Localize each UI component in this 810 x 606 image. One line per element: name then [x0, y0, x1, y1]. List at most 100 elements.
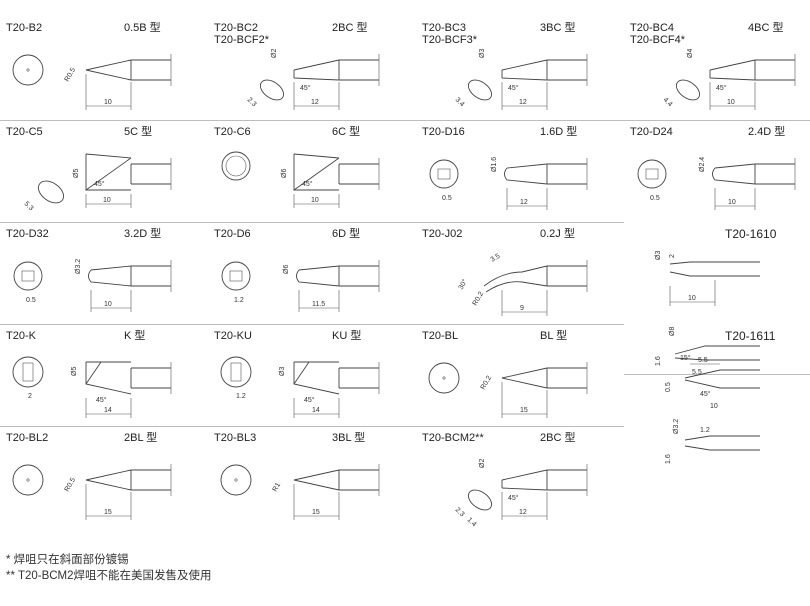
dimension-label: 1.4 — [466, 516, 478, 528]
tip-card: T20-BL BL 型 15 R0.2 — [422, 326, 627, 428]
tip-model: T20-D6 — [214, 228, 251, 240]
dimension-label: 5.5 — [692, 369, 702, 376]
tip-model: T20-BL — [422, 330, 459, 342]
tip-profile — [483, 265, 548, 293]
tip-bevel-face — [467, 489, 493, 511]
dimension-label: 1.2 — [234, 297, 244, 304]
tip-profile — [501, 469, 548, 491]
tip-type: 2BC 型 — [332, 22, 368, 34]
dimension-label: Ø3 — [279, 367, 286, 376]
tip-profile — [296, 265, 340, 287]
tip-bevel-face — [259, 79, 285, 101]
dimension-label: 10 — [311, 197, 319, 204]
row-divider — [0, 120, 624, 121]
tip-bevel-face — [675, 79, 701, 101]
tip-profile — [504, 163, 548, 185]
dimension-label: 0.5 — [650, 195, 660, 202]
dimension-label: 12 — [519, 509, 527, 516]
tip-card: T20-KU KU 型 Ø3 1.2 45° 14 — [214, 326, 419, 428]
dimension-label: Ø3 — [479, 49, 486, 58]
tip-model: T20-BC2 T20-BCF2* — [214, 22, 270, 46]
dimension-label: 5.5 — [698, 357, 708, 364]
tip-type: 5C 型 — [124, 126, 153, 138]
tip-end-view — [220, 464, 252, 496]
tip-profile — [293, 361, 340, 395]
dimension-label: 10 — [728, 199, 736, 206]
tip-profile — [85, 361, 132, 395]
dimension-label: Ø2 — [271, 49, 278, 58]
tip-end-view — [13, 261, 43, 291]
dimension-label: 45° — [304, 396, 315, 404]
tip-model: T20-D16 — [422, 126, 465, 138]
tip-type: 3BC 型 — [540, 22, 576, 34]
tip-model: T20-D32 — [6, 228, 49, 240]
dimension-label: 11.5 — [312, 301, 325, 308]
tip-type: 2BL 型 — [124, 432, 158, 444]
tip-model: T20-B2 — [6, 22, 43, 34]
dimension-label: R0.2 — [480, 375, 494, 391]
dimension-label: 15 — [520, 407, 528, 414]
dimension-label: 2 — [669, 254, 676, 258]
dimension-label: 14 — [312, 407, 320, 414]
tip-model: T20-1610 — [725, 227, 777, 241]
tip-type: 6C 型 — [332, 126, 361, 138]
dimension-label: 9 — [520, 305, 524, 312]
tip-model: T20-J02 — [422, 228, 463, 240]
tip-type: 6D 型 — [332, 228, 361, 240]
footnotes: * 焊咀只在斜面部份镀锡 ** T20-BCM2焊咀不能在美国发售及使用 — [6, 552, 212, 584]
tip-profile — [684, 369, 760, 389]
dimension-label: Ø2 — [479, 459, 486, 468]
dimension-label: 1.2 — [236, 393, 246, 400]
tip-type: BL 型 — [540, 330, 568, 342]
tip-bevel-face — [467, 79, 493, 101]
dimension-label: 15° — [680, 354, 691, 362]
dimension-label: 4.4 — [662, 96, 674, 108]
tip-type: 0.5B 型 — [124, 22, 161, 34]
tip-profile — [85, 59, 132, 81]
dimension-label: 2.3 — [246, 96, 258, 108]
tip-model: T20-KU — [214, 330, 252, 342]
dimension-label: Ø1.6 — [491, 157, 498, 172]
tip-end-view — [428, 362, 460, 394]
dimension-label: 45° — [300, 84, 311, 92]
tip-model: T20-BC3 T20-BCF3* — [422, 22, 478, 46]
tip-type: KU 型 — [332, 330, 362, 342]
row-divider — [624, 120, 810, 121]
tip-model: T20-D24 — [630, 126, 673, 138]
footnote-plating: * 焊咀只在斜面部份镀锡 — [6, 554, 129, 566]
dimension-label: 3.4 — [454, 96, 466, 108]
tip-bevel-face — [37, 180, 65, 204]
dimension-label: 45° — [96, 396, 107, 404]
dimension-label: 1.2 — [700, 427, 710, 434]
tip-profile — [85, 469, 132, 491]
tip-model: T20-K — [6, 330, 36, 342]
row-divider — [0, 426, 624, 427]
tip-profile — [712, 163, 756, 185]
tip-model: T20-BCM2** — [422, 432, 484, 444]
dimension-label: 15 — [104, 509, 112, 516]
dimension-label: Ø5 — [71, 367, 78, 376]
dimension-label: Ø6 — [281, 169, 288, 178]
tip-end-view — [221, 261, 251, 291]
tip-drawing: 3.530°R0.29 — [457, 253, 588, 316]
dimension-label: Ø6 — [283, 265, 290, 274]
tip-profile-side — [674, 345, 760, 361]
dimension-label: 10 — [104, 301, 112, 308]
footnote-bcm2-restriction: ** T20-BCM2焊咀不能在美国发售及使用 — [6, 570, 212, 582]
tip-type: 3.2D 型 — [124, 228, 162, 240]
dimension-label: 10 — [103, 197, 111, 204]
